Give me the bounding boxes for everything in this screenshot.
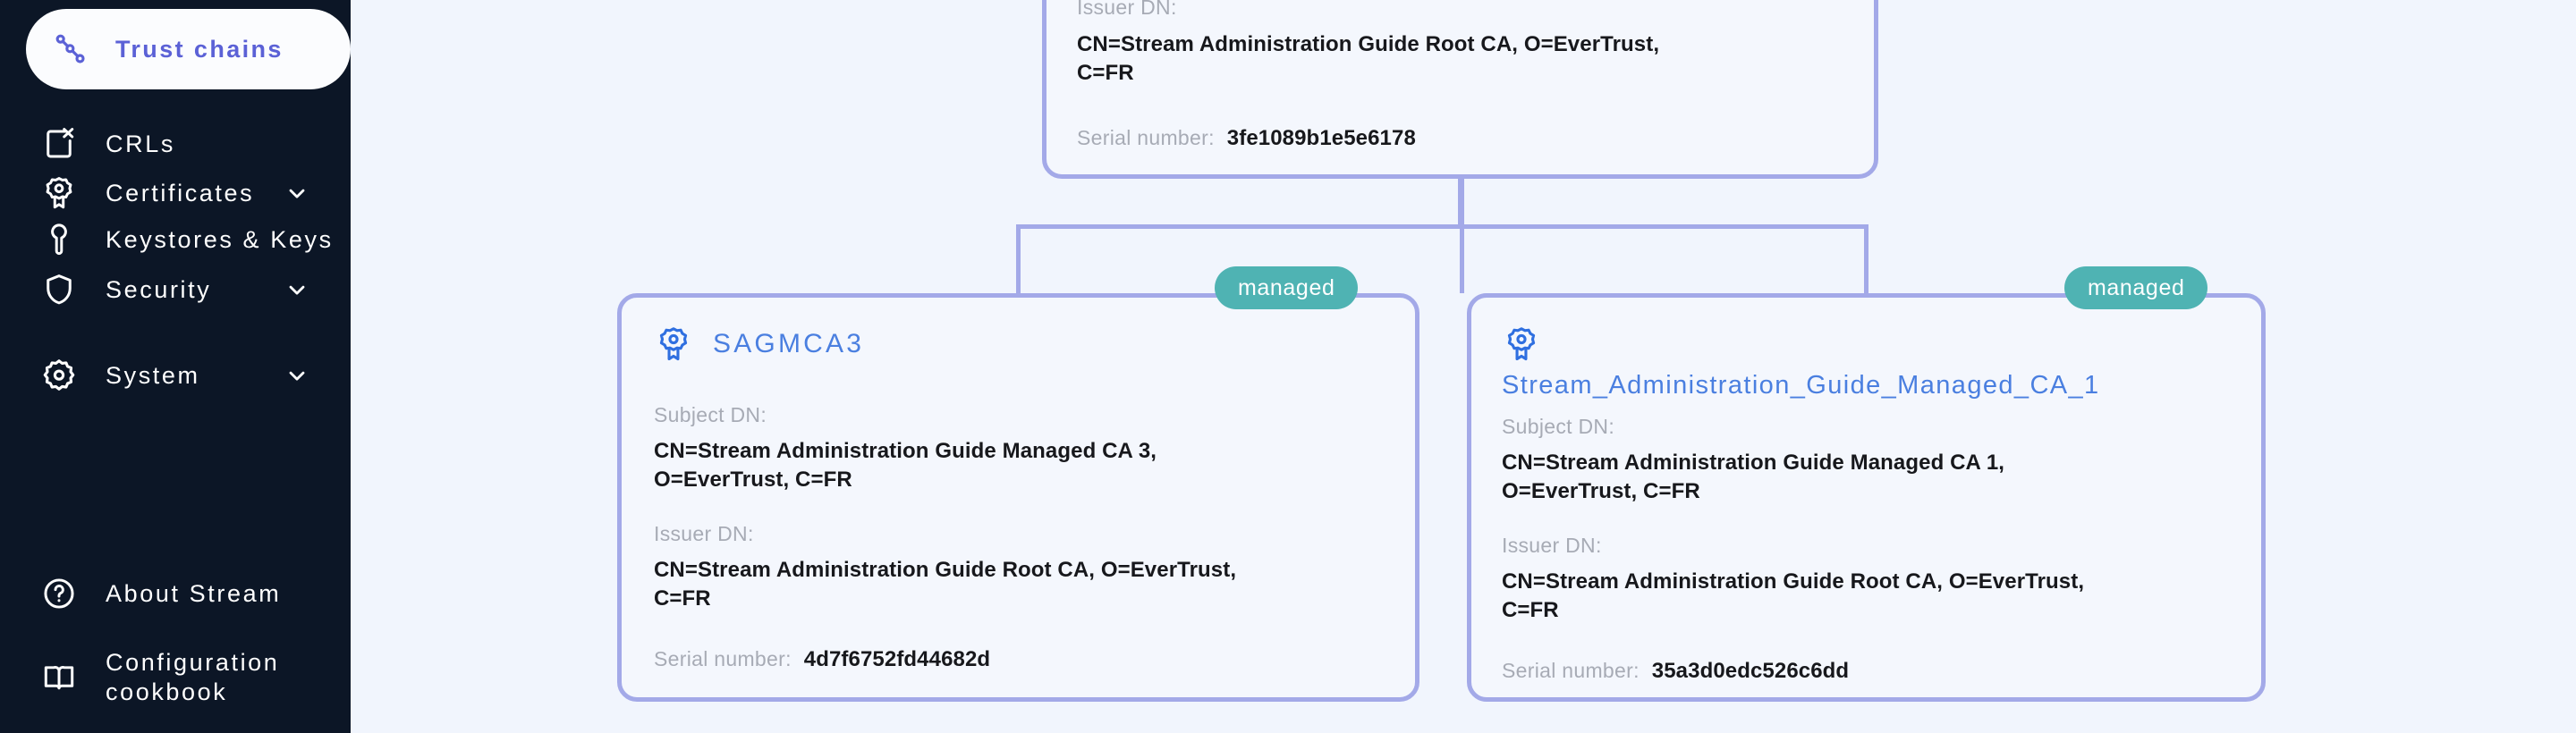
sidebar-item-label: Certificates bbox=[106, 179, 255, 206]
certificate-icon bbox=[654, 324, 693, 364]
sidebar-item-label: Configuration cookbook bbox=[106, 649, 280, 705]
issuer-dn-label: Issuer DN: bbox=[1077, 0, 1177, 19]
sidebar: Trust chains CRLs Certific bbox=[0, 0, 351, 733]
connector-root-stem bbox=[1460, 179, 1464, 293]
serial-number-row: Serial number: 3fe1089b1e5e6178 bbox=[1077, 124, 1843, 153]
serial-number-label: Serial number: bbox=[654, 646, 792, 670]
sidebar-item-security[interactable]: Security bbox=[0, 247, 351, 333]
sidebar-item-crls[interactable]: CRLs bbox=[0, 101, 351, 187]
issuer-dn-value: CN=Stream Administration Guide Root CA, … bbox=[1077, 32, 1660, 85]
sidebar-item-trust-chains[interactable]: Trust chains bbox=[26, 9, 351, 89]
status-badge-label: managed bbox=[2088, 274, 2185, 300]
trust-chain-tree: Issuer DN: CN=Stream Administration Guid… bbox=[351, 0, 2576, 733]
sidebar-item-label: Trust chains bbox=[115, 35, 284, 63]
serial-number-value: 4d7f6752fd44682d bbox=[803, 646, 991, 671]
card-title[interactable]: SAGMCA3 bbox=[713, 329, 865, 358]
sidebar-item-about-stream[interactable]: About Stream bbox=[0, 551, 351, 636]
sidebar-item-configuration-cookbook[interactable]: Configuration cookbook bbox=[0, 635, 351, 720]
status-badge-label: managed bbox=[1238, 274, 1335, 300]
subject-dn-value: CN=Stream Administration Guide Managed C… bbox=[654, 439, 1157, 492]
status-badge-managed-right: managed bbox=[2064, 266, 2208, 309]
sidebar-item-label: About Stream bbox=[106, 579, 282, 607]
subject-dn-label: Subject DN: bbox=[654, 403, 767, 426]
shield-icon bbox=[34, 265, 84, 315]
connector-right-riser bbox=[1864, 224, 1868, 298]
sidebar-item-label: System bbox=[106, 361, 200, 389]
issuer-dn-label: Issuer DN: bbox=[654, 522, 754, 546]
card-header: Stream_Administration_Guide_Managed_CA_1 bbox=[1502, 324, 2231, 400]
book-icon bbox=[34, 653, 84, 703]
chevron-down-icon[interactable] bbox=[284, 363, 309, 388]
subject-dn-label: Subject DN: bbox=[1502, 415, 1615, 438]
serial-number-row: Serial number: 35a3d0edc526c6dd bbox=[1502, 657, 2231, 686]
serial-number-row: Serial number: 4d7f6752fd44682d bbox=[654, 645, 1383, 674]
certificate-card-stream-administration-guide-managed-ca-1[interactable]: Stream_Administration_Guide_Managed_CA_1… bbox=[1467, 293, 2266, 702]
file-x-icon bbox=[34, 119, 84, 169]
certificate-card-root[interactable]: Issuer DN: CN=Stream Administration Guid… bbox=[1042, 0, 1878, 179]
certificate-card-sagmca3[interactable]: SAGMCA3 Subject DN: CN=Stream Administra… bbox=[617, 293, 1419, 702]
card-header: SAGMCA3 bbox=[654, 324, 1383, 364]
certificate-icon bbox=[1502, 324, 1541, 364]
sidebar-item-system[interactable]: System bbox=[0, 333, 351, 418]
serial-number-label: Serial number: bbox=[1077, 126, 1215, 150]
chevron-down-icon[interactable] bbox=[284, 277, 309, 302]
question-circle-icon bbox=[34, 569, 84, 619]
card-title[interactable]: Stream_Administration_Guide_Managed_CA_1 bbox=[1502, 371, 2100, 400]
key-icon bbox=[34, 215, 84, 265]
subject-dn-value: CN=Stream Administration Guide Managed C… bbox=[1502, 451, 2005, 503]
sidebar-item-label: Keystores & Keys bbox=[106, 225, 334, 253]
sidebar-item-label: Security bbox=[106, 275, 212, 303]
sidebar-item-keystores-keys[interactable]: Keystores & Keys bbox=[0, 197, 351, 282]
issuer-dn-value: CN=Stream Administration Guide Root CA, … bbox=[654, 558, 1237, 611]
serial-number-label: Serial number: bbox=[1502, 658, 1640, 682]
serial-number-value: 3fe1089b1e5e6178 bbox=[1226, 126, 1416, 151]
sidebar-item-label: CRLs bbox=[106, 130, 175, 157]
sidebar-item-certificates[interactable]: Certificates bbox=[0, 150, 351, 236]
chain-link-icon bbox=[46, 24, 96, 74]
issuer-dn-label: Issuer DN: bbox=[1502, 534, 1602, 558]
gear-icon bbox=[34, 350, 84, 400]
status-badge-managed-left: managed bbox=[1215, 266, 1359, 309]
serial-number-value: 35a3d0edc526c6dd bbox=[1651, 658, 1850, 683]
certificate-icon bbox=[34, 168, 84, 218]
connector-horizontal-bus bbox=[1016, 224, 1868, 229]
connector-left-riser bbox=[1016, 224, 1021, 298]
chevron-down-icon[interactable] bbox=[284, 181, 309, 206]
issuer-dn-value: CN=Stream Administration Guide Root CA, … bbox=[1502, 569, 2085, 623]
